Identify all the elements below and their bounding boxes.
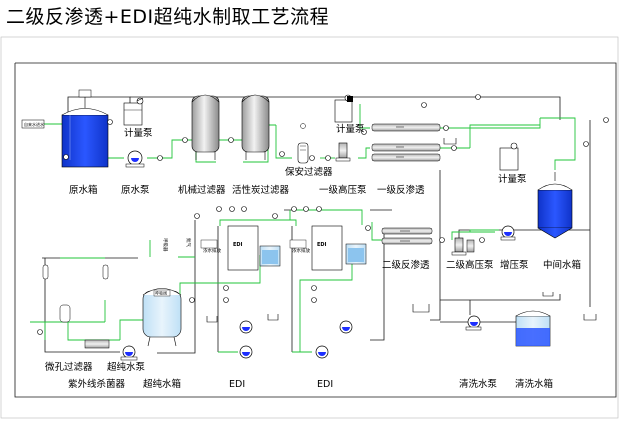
label-dosing-pump-1: 计量泵 xyxy=(124,127,153,139)
label-clean-pump: 清洗水泵 xyxy=(459,378,498,390)
label-dosing-pump-3: 计量泵 xyxy=(498,173,527,185)
edi-1-inner-label: EDI xyxy=(233,242,243,248)
ultrapure-water-tank xyxy=(142,288,182,347)
dosing-unit-1 xyxy=(123,97,144,126)
breather-valve-label: 呼吸阀 xyxy=(155,290,167,296)
label-edi-1: EDI xyxy=(229,379,245,390)
label-clean-tank: 清洗水箱 xyxy=(515,378,553,390)
label-uv-sterilizer: 紫外线杀菌器 xyxy=(68,378,126,390)
dosing-unit-2 xyxy=(334,94,353,123)
booster-pump-icon xyxy=(500,225,516,241)
label-micro-filter: 微孔过滤器 xyxy=(45,361,93,373)
edi-unit-2: EDI xyxy=(289,225,367,271)
intermediate-water-tank xyxy=(537,172,573,239)
ultrapure-water-pump-icon xyxy=(120,345,138,361)
edi-2-pump-icon xyxy=(315,345,329,359)
raw-water-pump-icon xyxy=(125,150,145,168)
label-raw-tank: 原水箱 xyxy=(69,184,98,196)
drain-basins xyxy=(206,138,597,323)
dosing-unit-3 xyxy=(499,142,519,171)
vent-label: 呼吸器 xyxy=(162,238,169,252)
first-stage-hp-pump-icon xyxy=(335,142,351,162)
label-hp-pump-2: 二级高压泵 xyxy=(446,259,494,271)
label-mech-filter: 机械过滤器 xyxy=(178,184,226,196)
edi-unit-1: EDI xyxy=(200,225,281,271)
edi-1-pump-icon xyxy=(239,345,253,359)
activated-carbon-filter-vessel xyxy=(241,94,270,160)
edi-1-pump-2-icon xyxy=(239,320,253,334)
micropore-filter-units xyxy=(42,264,109,323)
label-hp-pump-1: 一级高压泵 xyxy=(319,184,367,196)
label-edi-2: EDI xyxy=(317,379,333,390)
inlet-tag: 自来水进水 xyxy=(24,121,44,127)
mechanical-filter-vessel xyxy=(191,94,220,160)
edi-2-inner-label: EDI xyxy=(317,242,327,248)
edi-1-concentrate-drain: 浓水排放 xyxy=(203,247,221,254)
label-booster-pump: 增压泵 xyxy=(500,259,529,271)
raw-water-tank xyxy=(61,89,109,168)
label-ro-1: 一级反渗透 xyxy=(377,184,425,196)
label-security-filter: 保安过滤器 xyxy=(285,166,333,178)
cleaning-water-tank xyxy=(515,310,551,347)
label-dosing-pump-2: 计量泵 xyxy=(336,123,365,135)
diagram-frame xyxy=(0,36,619,419)
uv-sterilizer-unit xyxy=(84,339,110,349)
pressure-gauge-icons xyxy=(37,94,609,335)
edi-2-concentrate-drain: 浓水排放 xyxy=(292,247,310,254)
green-pipes xyxy=(30,104,576,353)
label-upw-pump: 超纯水泵 xyxy=(107,361,146,373)
first-stage-ro-membranes xyxy=(371,123,441,162)
label-mid-tank: 中间水箱 xyxy=(543,259,581,271)
inlet-tag-box xyxy=(21,119,45,129)
label-upw-tank: 超纯水箱 xyxy=(143,378,181,390)
diagram-title: 二级反渗透+EDI超纯水制取工艺流程 xyxy=(6,6,330,28)
dark-pipes xyxy=(14,62,617,398)
equipment-labels: 原水箱 原水泵 机械过滤器 活性炭过滤器 保安过滤器 一级高压泵 一级反渗透 计… xyxy=(45,123,581,390)
cleaning-pump-icon xyxy=(465,315,482,331)
edi-2-pump-2-icon xyxy=(339,320,353,334)
label-raw-pump: 原水泵 xyxy=(121,184,150,196)
label-ro-2: 二级反渗透 xyxy=(382,259,430,271)
second-stage-ro-membranes xyxy=(381,227,433,245)
nitrogen-label: 氮气 xyxy=(185,238,192,247)
second-stage-hp-pump-icon xyxy=(451,237,475,256)
label-carbon-filter: 活性炭过滤器 xyxy=(232,184,290,196)
security-filter-vessel xyxy=(297,123,309,164)
